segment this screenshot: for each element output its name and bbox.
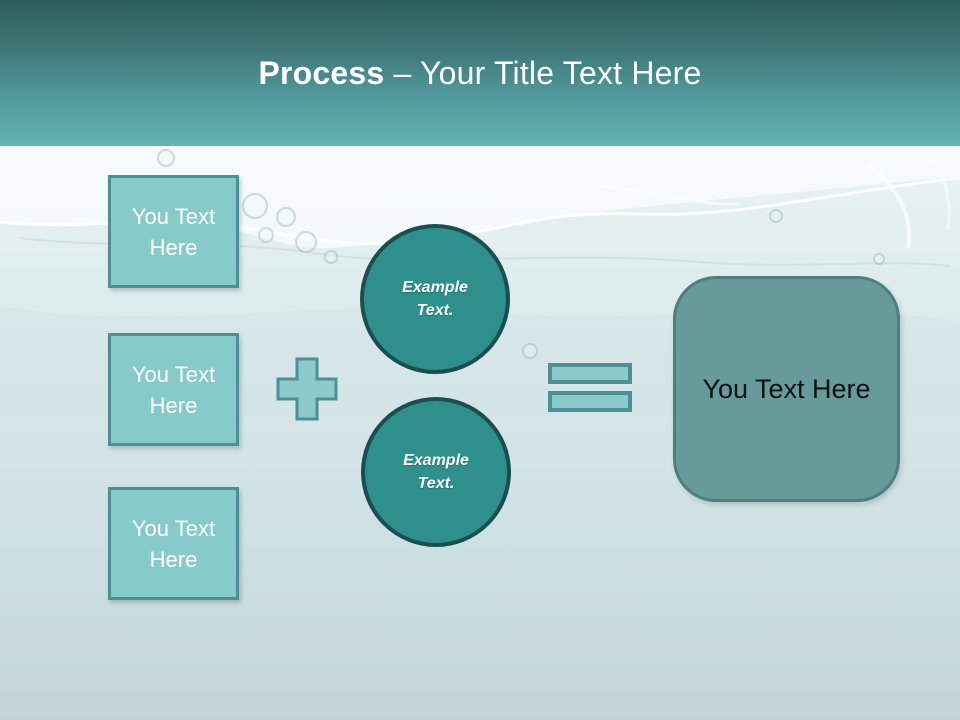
equals-bar-bottom: [548, 391, 632, 412]
input-box-2: You Text Here: [108, 333, 239, 446]
plus-icon: [276, 357, 338, 421]
equals-icon: [548, 363, 632, 412]
example-circle-2-label: Example Text.: [403, 452, 469, 492]
title-bar: Process – Your Title Text Here: [0, 0, 960, 146]
slide-title-bold: Process: [258, 54, 385, 91]
equals-bar-top: [548, 363, 632, 384]
example-circle-1-label: Example Text.: [402, 279, 468, 319]
input-box-1-label: You Text Here: [131, 203, 216, 260]
input-box-2-label: You Text Here: [131, 361, 216, 418]
input-box-3: You Text Here: [108, 487, 239, 600]
slide-title-rest: – Your Title Text Here: [393, 54, 702, 91]
slide-title: Process – Your Title Text Here: [258, 55, 701, 92]
example-circle-1: Example Text.: [360, 224, 510, 374]
result-box-label: You Text Here: [702, 373, 871, 404]
input-box-3-label: You Text Here: [131, 515, 216, 572]
example-circle-2: Example Text.: [361, 397, 511, 547]
result-box: You Text Here: [673, 276, 900, 502]
input-box-1: You Text Here: [108, 175, 239, 288]
